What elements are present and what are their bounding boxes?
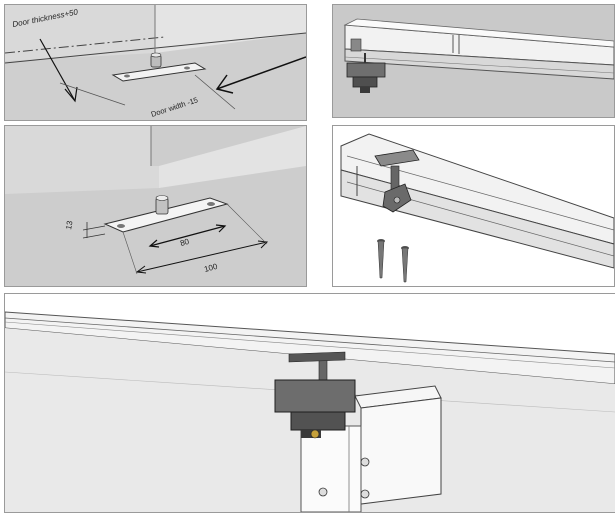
marking-illustration: Door thickness+50 Door width -15	[5, 5, 306, 120]
hanger-body	[346, 62, 386, 78]
door-top	[300, 425, 362, 512]
dimension-80-line	[149, 225, 226, 247]
hole-spacing-label: 80	[179, 237, 190, 248]
thickness-arrow	[39, 38, 76, 102]
mounting-plate	[111, 62, 207, 82]
plate-dimension-illustration: 13 80 100	[5, 126, 306, 286]
rail-top	[5, 311, 615, 385]
edge-offset-label: 13	[64, 219, 75, 230]
panel-rail-clip-on	[332, 4, 615, 118]
adjuster-screw	[310, 429, 320, 439]
hanger-illustration	[333, 126, 614, 286]
width-arrow	[216, 56, 306, 90]
panel-marking-door-width: Door thickness+50 Door width -15	[4, 4, 307, 121]
rail-illustration	[333, 5, 614, 117]
bracket-screw	[360, 489, 370, 499]
screw-icon	[377, 239, 385, 279]
plate-length-label: 100	[203, 262, 219, 274]
overview-illustration	[5, 294, 615, 512]
dimension-100-line	[136, 241, 268, 273]
panel-installed-overview	[4, 293, 615, 513]
wall-face	[155, 5, 306, 53]
bracket-screw	[360, 457, 370, 467]
panel-hanger-and-screws	[332, 125, 615, 287]
door-face	[5, 5, 155, 61]
panel-plate-dimensions: 13 80 100	[4, 125, 307, 287]
door-face	[5, 126, 159, 194]
screw-icon	[401, 246, 409, 283]
hanger-body	[274, 379, 356, 413]
thickness-center-line	[5, 36, 166, 54]
hanger-head	[374, 149, 420, 167]
